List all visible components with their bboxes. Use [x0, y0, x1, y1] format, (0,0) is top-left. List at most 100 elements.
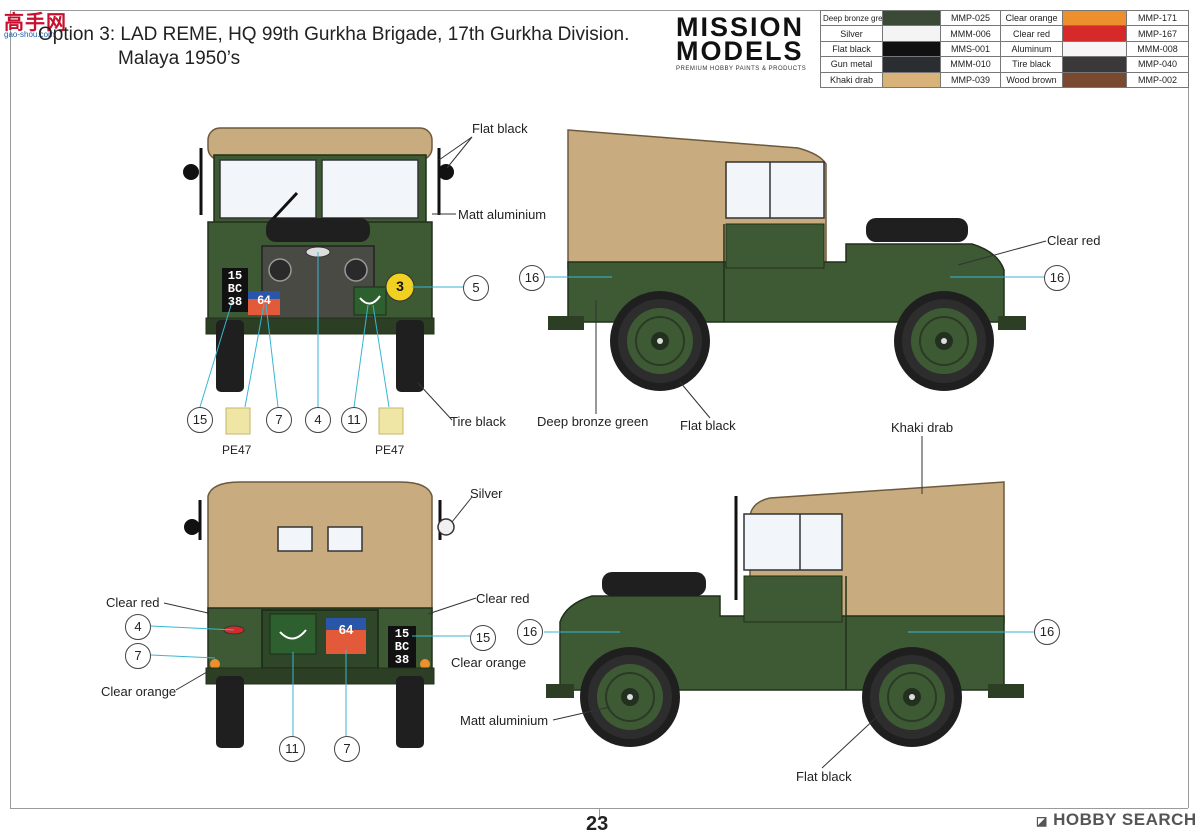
front-view — [183, 127, 454, 435]
side-spare-tire-bottom — [602, 572, 706, 596]
decal-callout-lines — [150, 252, 1044, 736]
decal-callout-11-front: 11 — [341, 407, 367, 433]
label-clear-orange-rear-right: Clear orange — [451, 655, 527, 670]
rear-tire-left — [216, 676, 244, 748]
rear-canvas — [207, 481, 433, 615]
front-windscreen-right — [321, 159, 419, 219]
front-tire-left — [216, 320, 244, 392]
label-clear-red-side: Clear red — [1047, 233, 1101, 248]
pe47-part-left — [225, 407, 251, 435]
label-flat-black-wheels: Flat black — [680, 418, 736, 433]
decal-callout-4-front: 4 — [305, 407, 331, 433]
decal-callout-15-front: 15 — [187, 407, 213, 433]
palette-swatch — [882, 25, 941, 42]
side-wheel-front-top — [893, 290, 995, 392]
hobby-search-icon: ◪ — [1036, 814, 1048, 828]
label-clear-red-rear-right: Clear red — [476, 591, 530, 606]
rear-formation-number: 64 — [338, 622, 354, 637]
decal-callout-16-side2-left: 16 — [517, 619, 543, 645]
front-circle-number: 3 — [396, 278, 404, 294]
front-plate: 15 BC 38 — [224, 270, 246, 309]
brand-tagline: PREMIUM HOBBY PAINTS & PRODUCTS — [676, 66, 807, 72]
label-deep-bronze-green: Deep bronze green — [537, 414, 649, 429]
side-wheel-front-bottom — [579, 646, 681, 748]
palette-color-code: MMP-002 — [1126, 71, 1189, 89]
front-plate-line2: BC — [227, 282, 243, 296]
front-windscreen-left — [219, 159, 317, 219]
side-wheel-rear-bottom — [861, 646, 963, 748]
hobby-search-text: HOBBY SEARCH — [1053, 810, 1197, 829]
rear-window-right — [327, 526, 363, 552]
decal-callout-15-rear: 15 — [470, 625, 496, 651]
rear-mirror-right — [437, 518, 455, 536]
side-view-top — [548, 129, 1026, 392]
label-clear-orange-rear-left: Clear orange — [101, 684, 177, 699]
decal-callout-16-side-left: 16 — [519, 265, 545, 291]
brand-name-line2: MODELS — [676, 36, 804, 66]
palette-color-code: MMP-171 — [1126, 9, 1189, 27]
rear-plate-line2: BC — [394, 640, 410, 654]
front-spare-tire — [266, 218, 370, 242]
watermark-logo: 高手网 — [4, 12, 67, 34]
label-matt-aluminium-front: Matt aluminium — [458, 207, 547, 222]
label-clear-red-rear-left: Clear red — [106, 595, 160, 610]
front-tire-right — [396, 320, 424, 392]
label-khaki-drab: Khaki drab — [891, 420, 954, 435]
palette-swatch — [882, 9, 941, 27]
option-subtitle: Malaya 1950’s — [118, 48, 241, 69]
rear-plate: 15 BC 38 — [390, 628, 414, 667]
rear-window-left — [277, 526, 313, 552]
option-title: Option 3: LAD REME, HQ 99th Gurkha Briga… — [38, 24, 630, 45]
frame-line-top — [10, 10, 820, 11]
side-wheel-rear-top — [609, 290, 711, 392]
frame-line-left — [10, 10, 11, 808]
label-flat-black-side-bottom: Flat black — [796, 769, 852, 784]
decal-callout-7-front: 7 — [266, 407, 292, 433]
rear-plate-line3: 38 — [394, 653, 410, 667]
watermark-url: gao-shou.com — [4, 30, 55, 39]
frame-tick-bottom — [599, 808, 600, 820]
paint-leader-lines — [163, 136, 1047, 769]
pe47-part-right — [378, 407, 404, 435]
rear-view — [184, 481, 455, 748]
rear-plate-line1: 15 — [394, 627, 410, 641]
decal-callout-4-rear: 4 — [125, 614, 151, 640]
palette-swatch — [1062, 25, 1127, 42]
front-mirror-right — [438, 164, 454, 180]
decal-callout-5: 5 — [463, 275, 489, 301]
decal-callout-7-rear-bottom: 7 — [334, 736, 360, 762]
pe47-label-left: PE47 — [222, 443, 252, 457]
side-spare-tire-top — [866, 218, 968, 242]
label-tire-black: Tire black — [450, 414, 506, 429]
hobby-search-watermark: ◪ HOBBY SEARCH — [1036, 810, 1197, 830]
palette-swatch — [882, 56, 941, 73]
decal-callout-16-side-right: 16 — [1044, 265, 1070, 291]
decal-callout-16-side2-right: 16 — [1034, 619, 1060, 645]
pe47-label-right: PE47 — [375, 443, 405, 457]
brand-name-line1: MISSION — [676, 12, 805, 42]
side-window-top — [725, 161, 825, 219]
front-plate-line1: 15 — [227, 269, 243, 283]
page-number: 23 — [586, 813, 609, 835]
side-window-bottom — [743, 513, 843, 571]
side-view-bottom — [546, 481, 1024, 748]
label-flat-black-mirrors: Flat black — [472, 121, 528, 136]
front-plate-line3: 38 — [227, 295, 243, 309]
frame-line-right — [1188, 88, 1189, 808]
decal-callout-11-rear: 11 — [279, 736, 305, 762]
front-mirror-left — [183, 164, 199, 180]
label-matt-aluminium-side: Matt aluminium — [460, 713, 549, 728]
front-headlight-right — [344, 258, 368, 282]
front-formation-number: 64 — [257, 293, 271, 307]
label-silver: Silver — [470, 486, 503, 501]
front-headlight-left — [268, 258, 292, 282]
palette-swatch — [1062, 40, 1127, 58]
decal-callout-7-rear: 7 — [125, 643, 151, 669]
palette-swatch — [1062, 71, 1127, 89]
